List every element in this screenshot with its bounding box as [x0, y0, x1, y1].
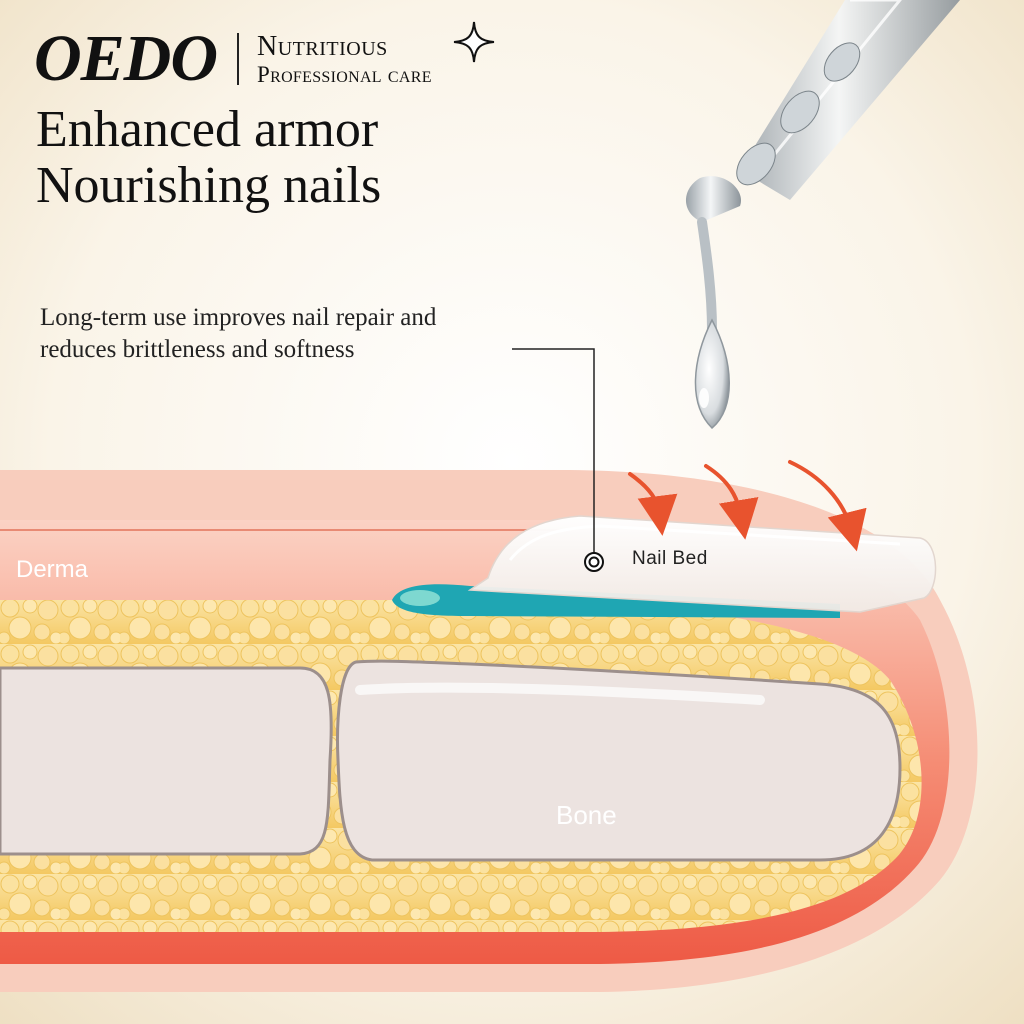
- bone-label: Bone: [556, 800, 617, 830]
- headline: Enhanced armor Nourishing nails: [36, 102, 381, 214]
- headline-line1: Enhanced armor: [36, 101, 379, 158]
- brand-tagline-line2: Professional care: [257, 61, 432, 87]
- brand-divider: [237, 33, 240, 85]
- derma-label: Derma: [16, 556, 89, 583]
- target-marker-icon: [584, 552, 604, 572]
- description-line2: reduces brittleness and softness: [40, 336, 355, 363]
- description: Long-term use improves nail repair and r…: [40, 302, 436, 366]
- dropper-icon: [685, 0, 960, 430]
- brand-tagline: Nutritious Professional care: [257, 30, 432, 87]
- description-line1: Long-term use improves nail repair and: [40, 304, 437, 331]
- headline-line2: Nourishing nails: [36, 157, 382, 214]
- arrow-icon: [628, 460, 867, 552]
- brand-header: OEDO Nutritious Professional care: [34, 24, 432, 94]
- star-sparkle-icon: [453, 21, 495, 63]
- brand-logo: OEDO: [34, 22, 218, 95]
- brand-tagline-line1: Nutritious: [257, 30, 388, 62]
- nail-bed-label: Nail Bed: [632, 548, 708, 569]
